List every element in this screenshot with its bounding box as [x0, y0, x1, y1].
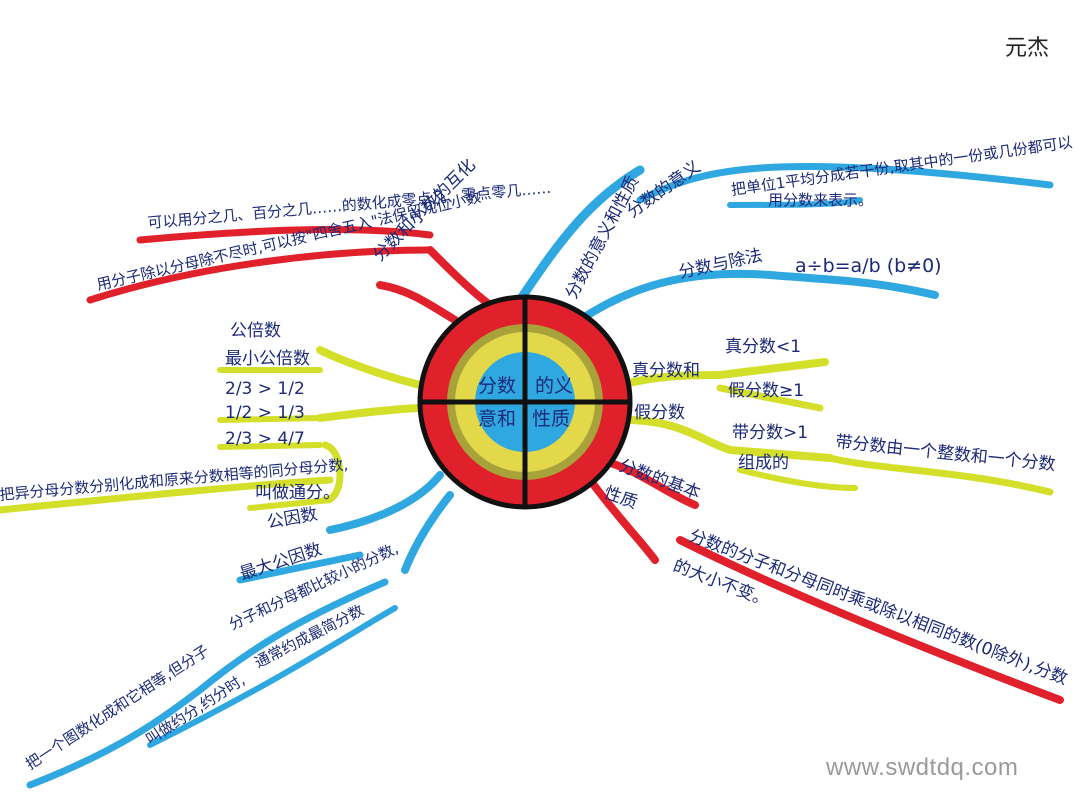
- improper-combo-line: [737, 467, 858, 491]
- improper-sub-label: 组成的: [738, 453, 789, 473]
- common-den-line-1: [316, 346, 424, 389]
- improper-value-1: 假分数≥1: [728, 381, 804, 401]
- center-quadrant-2: 的义: [535, 375, 573, 397]
- decimal-text-line-2: [86, 246, 434, 304]
- common-den-cmp-1: 2/3 > 1/2: [225, 379, 305, 399]
- center-circle: 分数 的义 意和 性质: [417, 294, 633, 510]
- watermark: www.swdtdq.com: [826, 754, 1019, 781]
- improper-line-1: [716, 384, 824, 412]
- meaning-trunk-line: [515, 165, 645, 305]
- author-signature: 元杰: [1005, 36, 1050, 61]
- reduction-line-4: [26, 578, 389, 789]
- meaning-def-text-2: 用分数来表示。: [768, 191, 873, 209]
- common-den-cmp-line: [217, 415, 323, 423]
- reduction-line-3: [236, 551, 364, 584]
- center-quadrant-4: 性质: [532, 408, 570, 430]
- center-quadrant-3: 意和: [478, 408, 516, 430]
- basic-property-text-1: 分数的分子和分母同时乘或除以相同的数(0除外),分数: [686, 526, 1070, 689]
- improper-sub-line: [826, 454, 1054, 496]
- decimal-line-2: [376, 281, 459, 324]
- meaning-div-line: [576, 269, 939, 324]
- improper-label: 假分数: [634, 403, 685, 423]
- decimal-trunk-line: [426, 246, 494, 309]
- common-den-line-2: [316, 404, 422, 422]
- basic-property-line-2: [586, 476, 659, 564]
- meaning-div-formula: a÷b=a/b (b≠0): [795, 255, 942, 277]
- common-den-text-2: 叫做通分。: [255, 483, 340, 503]
- meaning-def-line-2: [727, 197, 863, 208]
- proper-line: [616, 358, 829, 389]
- improper-sub-text: 带分数由一个整数和一个分数: [834, 432, 1056, 475]
- reduction-line-5: [147, 605, 398, 748]
- common-den-item-2: 最小公倍数: [225, 349, 310, 369]
- common-den-text-line: [0, 476, 334, 514]
- common-den-cmp-2: 1/2 > 1/3: [225, 403, 305, 423]
- improper-value-2: 带分数>1: [732, 423, 808, 443]
- center-quadrant-1: 分数: [478, 375, 516, 397]
- common-den-cmp-line-2: [217, 442, 323, 450]
- basic-property-text-line: [676, 536, 1064, 704]
- decimal-text-line-1: [136, 226, 434, 244]
- basic-property-label-2: 性质: [601, 483, 640, 513]
- improper-trunk-line: [621, 416, 834, 462]
- proper-label: 真分数和: [632, 361, 700, 381]
- reduction-trunk-line: [326, 471, 444, 534]
- common-den-item-1: 公倍数: [230, 321, 281, 341]
- meaning-def-line: [636, 162, 1054, 204]
- common-den-cmp-3: 2/3 > 4/7: [225, 429, 305, 449]
- common-den-text-line-2: [247, 497, 333, 511]
- reduction-line-2: [401, 491, 454, 574]
- proper-value: 真分数<1: [725, 337, 801, 357]
